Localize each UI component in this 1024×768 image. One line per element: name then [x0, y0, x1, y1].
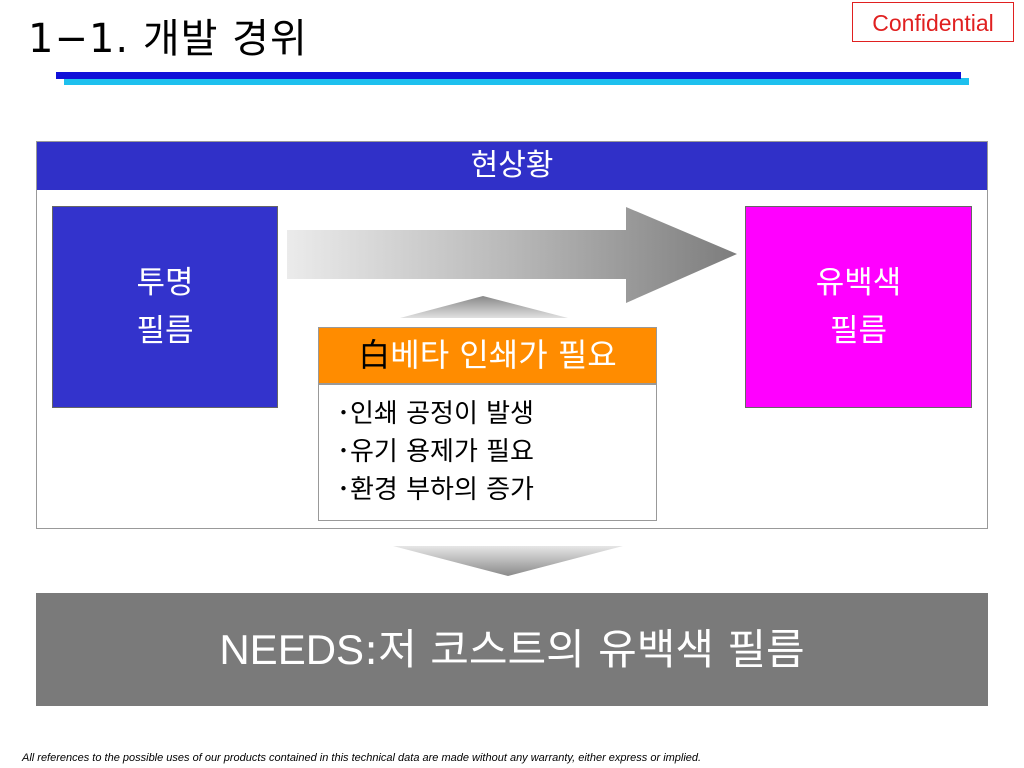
panel-heading: 현상황: [37, 142, 987, 190]
needs-separator: :: [364, 625, 379, 674]
title-underline-blue: [56, 72, 961, 79]
process-box: 白베타 인쇄가 필요: [318, 327, 657, 384]
list-item: ･인쇄 공정이 발생: [337, 399, 534, 429]
down-triangle-icon: [393, 546, 623, 576]
needs-text: 저 코스트의 유백색 필름: [378, 625, 805, 674]
up-triangle-icon: [400, 296, 568, 318]
right-arrow-icon: [287, 207, 737, 303]
issues-list: ･인쇄 공정이 발생 ･유기 용제가 필요 ･환경 부하의 증가: [318, 384, 657, 521]
list-item: ･유기 용제가 필요: [337, 437, 534, 467]
needs-bar: NEEDS:저 코스트의 유백색 필름: [36, 593, 988, 706]
process-kanji: 白: [358, 336, 391, 374]
needs-prefix: NEEDS: [219, 626, 365, 673]
transparent-film-line2: 필름: [136, 313, 194, 349]
disclaimer-footer: All references to the possible uses of o…: [22, 752, 702, 764]
title-underline-cyan: [64, 78, 969, 85]
page-title: 1−1. 개발 경위: [28, 16, 308, 62]
confidential-badge: Confidential: [852, 2, 1014, 42]
milky-film-line1: 유백색: [815, 265, 902, 301]
transparent-film-line1: 투명: [136, 265, 194, 301]
list-item: ･환경 부하의 증가: [337, 475, 534, 505]
transparent-film-box: 투명 필름: [52, 206, 278, 408]
process-label: 베타 인쇄가 필요: [390, 336, 617, 374]
milky-film-box: 유백색 필름: [745, 206, 972, 408]
milky-film-line2: 필름: [829, 313, 888, 349]
